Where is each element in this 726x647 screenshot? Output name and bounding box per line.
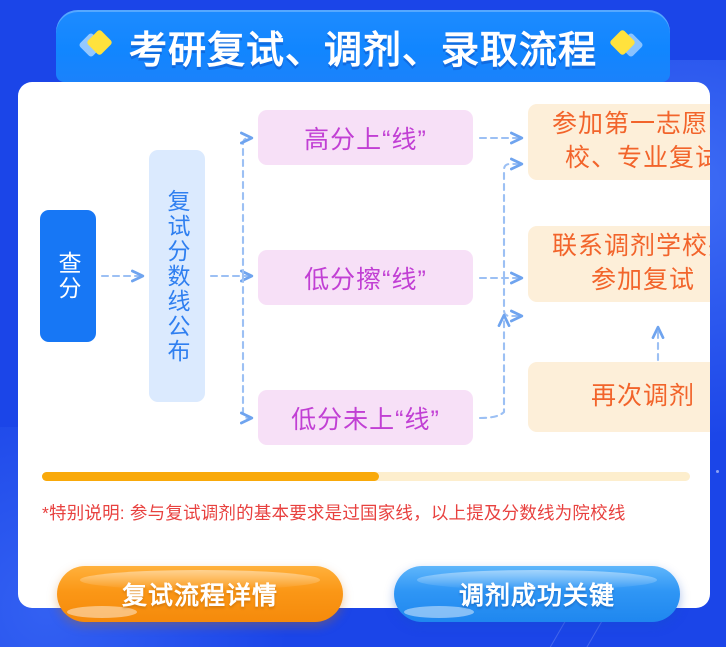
flow-node-zaici-line1: 再次调剂 <box>590 382 695 411</box>
flow-node-chafen[interactable]: 查分 <box>40 210 96 342</box>
flow-node-lianxi-line1: 联系调剂学校并 <box>551 232 710 261</box>
special-note: *特别说明: 参与复试调剂的基本要求是过国家线，以上提及分数线为院校线 <box>42 503 626 523</box>
horizontal-scrollbar-thumb[interactable] <box>42 472 379 481</box>
tiaoji-success-key-label: 调剂成功关键 <box>458 582 615 610</box>
fushi-process-detail-button[interactable]: 复试流程详情 <box>57 566 343 622</box>
diamond-icon <box>609 29 644 59</box>
fushi-process-detail-label: 复试流程详情 <box>121 582 278 610</box>
diamond-icon <box>78 29 113 59</box>
tiaoji-success-key-button[interactable]: 调剂成功关键 <box>394 566 680 622</box>
flow-node-difencha[interactable]: 低分擦“线” <box>258 250 473 305</box>
flow-node-gaofen[interactable]: 高分上“线” <box>258 110 473 165</box>
page-title: 考研复试、调剂、录取流程 <box>128 29 597 72</box>
flow-node-zaici[interactable]: 再次调剂 <box>528 362 710 432</box>
flow-node-fenshuxian[interactable]: 复试分数线公布 <box>149 150 205 402</box>
header-banner: 考研复试、调剂、录取流程 <box>56 10 670 82</box>
background-dot <box>716 470 719 473</box>
flow-node-canjia-line2: 校、专业复试 <box>564 144 710 172</box>
flow-node-lianxi-line2: 参加复试 <box>590 266 695 294</box>
flowchart: 查分 复试分数线公布 高分上“线” 低分擦“线” 低分未上“线” 参加第一志愿院… <box>18 82 710 456</box>
content-card: 查分 复试分数线公布 高分上“线” 低分擦“线” 低分未上“线” 参加第一志愿院… <box>18 82 710 608</box>
flow-node-canjia-line1: 参加第一志愿院 <box>551 110 710 139</box>
flowchart-connectors <box>100 82 710 456</box>
flow-node-lianxi[interactable]: 联系调剂学校并 参加复试 <box>528 226 710 302</box>
horizontal-scrollbar[interactable] <box>42 472 690 481</box>
flow-node-difenweishang[interactable]: 低分未上“线” <box>258 390 473 445</box>
flow-node-canjia[interactable]: 参加第一志愿院 校、专业复试 <box>528 104 710 180</box>
